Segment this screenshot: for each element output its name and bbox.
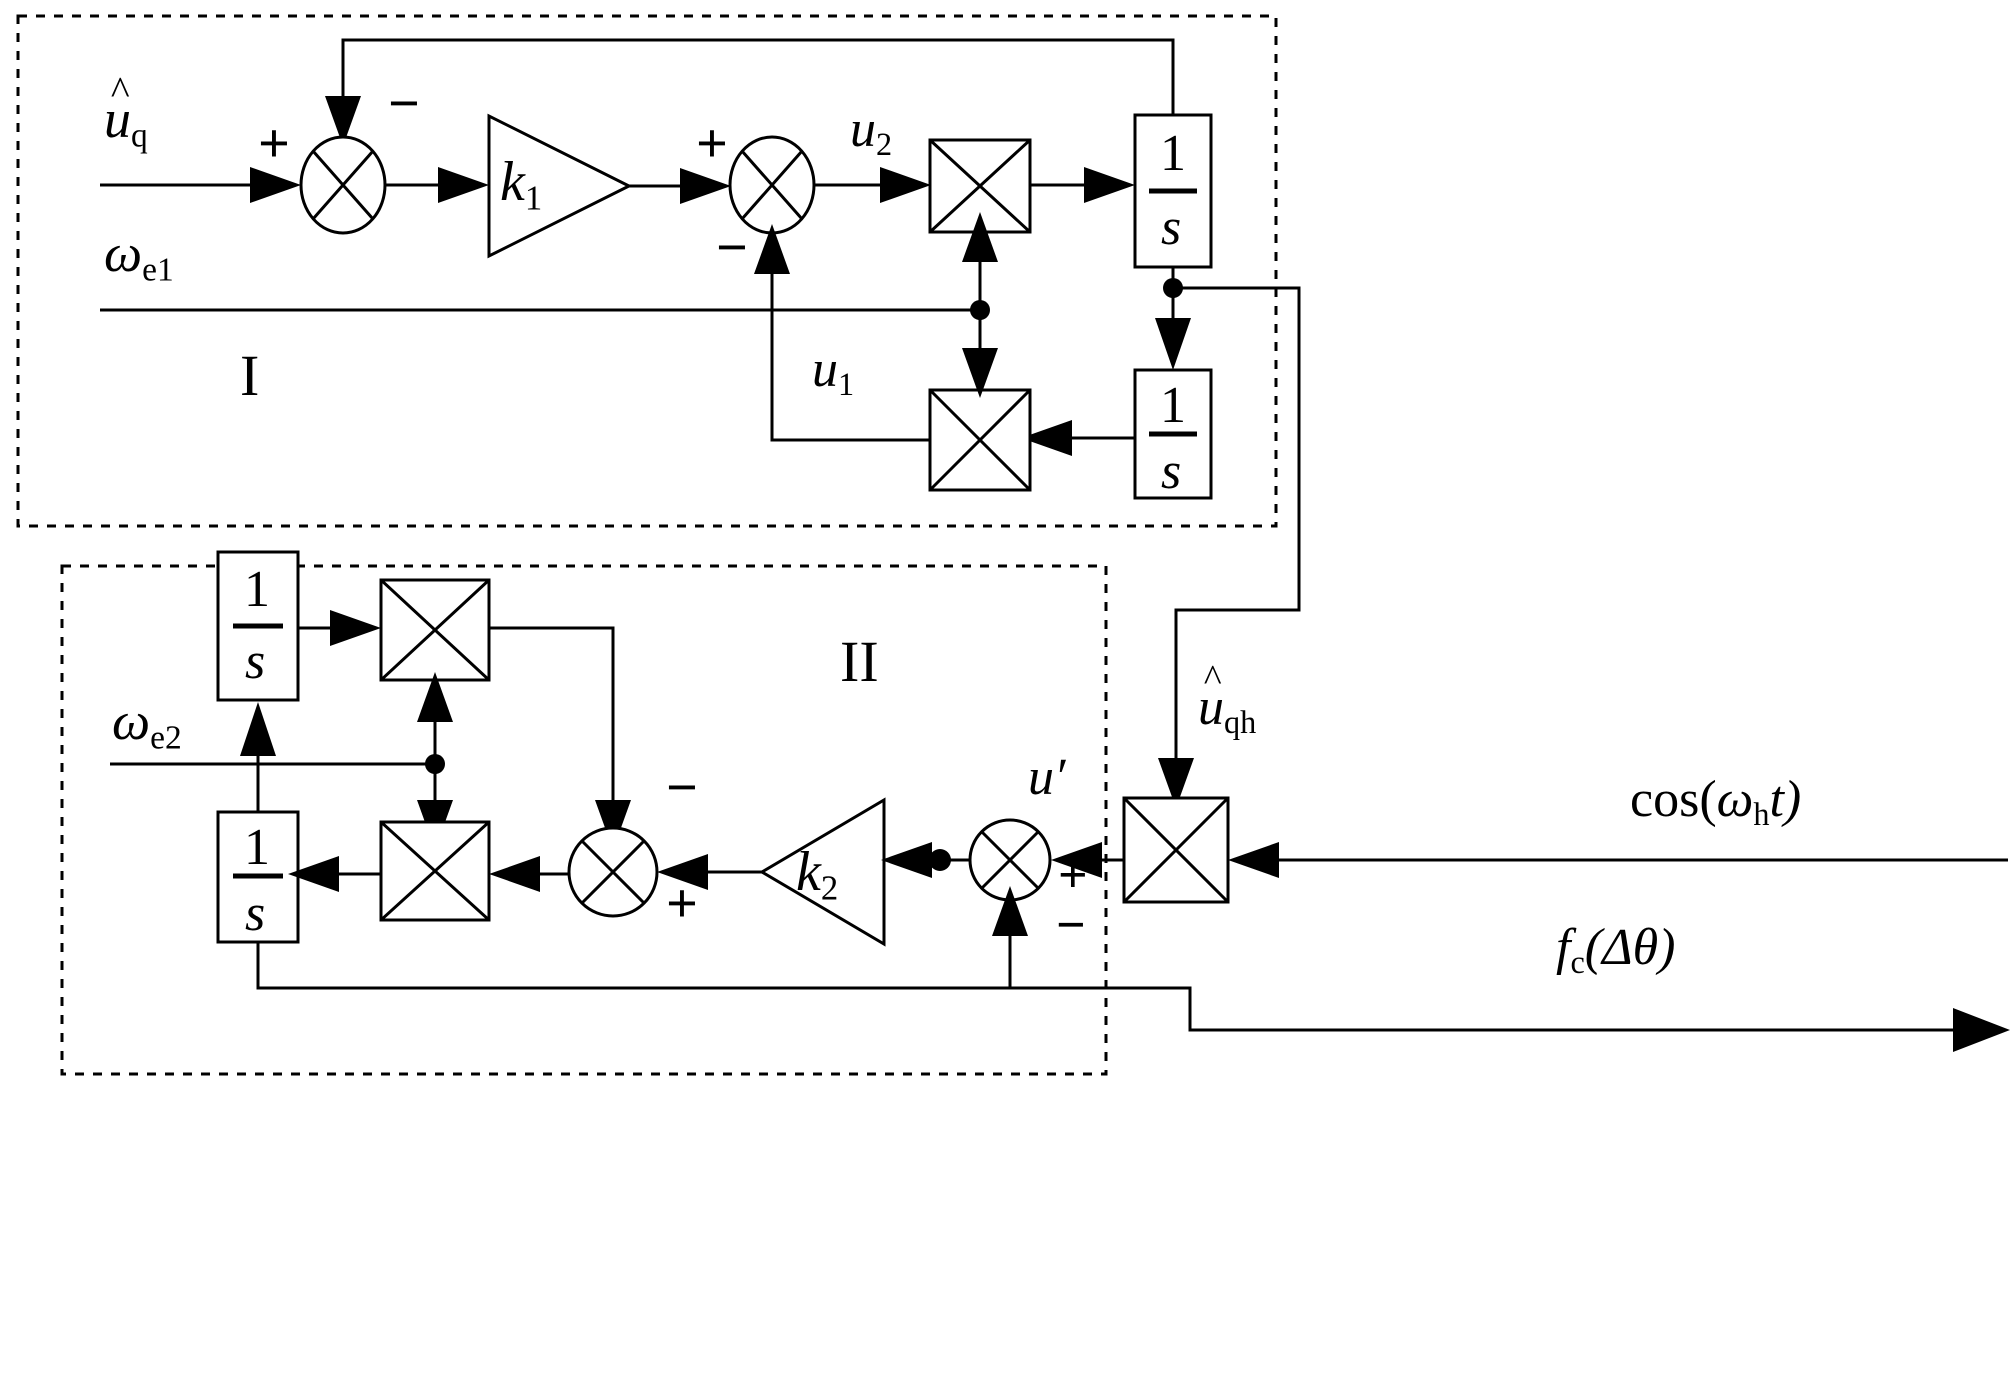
label-integrator-1-num: 1: [1160, 125, 1186, 182]
wire-k2-to-sum3: [657, 854, 762, 890]
wire-int1-branch-to-uqh: [1158, 286, 1301, 808]
gain-block-k1: [487, 113, 633, 259]
wire-int4-to-int3: [240, 702, 276, 812]
wire-int3-to-mult3: [298, 610, 381, 646]
wire-sum3-to-mult4: [489, 856, 569, 892]
hat-accent: ^: [110, 68, 127, 113]
wire-mult1-to-int1: [1030, 167, 1135, 203]
label-integrator-3-num: 1: [244, 561, 270, 618]
integrator-block-2: [1133, 368, 1213, 500]
label-u2: u2: [850, 101, 893, 163]
wire-feedback-top: [325, 38, 1175, 146]
label-cos-input: cos(ωht): [1630, 771, 1802, 833]
wire-dot-to-k2: [881, 842, 970, 878]
integrator-block-3: [216, 550, 300, 702]
wire-mult4-to-int4: [288, 856, 381, 892]
label-u-prime: u′: [1028, 749, 1066, 806]
label-uqh-hat: ^ uqh: [1198, 658, 1257, 741]
wire-mult3-to-sum3: [489, 626, 631, 850]
sign-sum4-minus: −: [1056, 897, 1086, 954]
sign-sum1-plus: +: [258, 113, 290, 175]
label-gain-k1: k1: [500, 151, 543, 218]
sign-sum2-minus: −: [716, 217, 748, 279]
wire-omega-e1: [100, 212, 998, 398]
sum-junction-4: [968, 818, 1052, 902]
wire-sum2-to-mult1: [814, 167, 931, 203]
label-gain-k2: k2: [796, 841, 839, 908]
wire-int1-out: [1155, 267, 1191, 370]
region-I-border: [16, 14, 1278, 528]
label-region-I: I: [240, 343, 260, 408]
region-II-border: [60, 564, 1108, 1076]
multiplier-block-4: [379, 820, 491, 922]
label-integrator-1-den: s: [1161, 199, 1182, 256]
label-omega-e1: ωe1: [104, 223, 174, 289]
hat-accent: ^: [1203, 658, 1220, 700]
wire-u1-to-sum2: [754, 224, 930, 442]
label-uq-hat: ^ uq: [104, 68, 148, 155]
wire-sum1-to-k1: [385, 167, 489, 203]
label-integrator-2-den: s: [1161, 443, 1182, 500]
gain-block-k2: [759, 797, 886, 947]
label-output-fc: fc(Δθ): [1556, 919, 1676, 981]
wire-cos-input: [1228, 842, 2008, 878]
wire-int2-to-mult2: [1021, 420, 1135, 456]
multiplier-block-3: [379, 578, 491, 682]
label-integrator-3-den: s: [245, 633, 266, 690]
sign-sum1-minus: −: [388, 73, 420, 135]
wire-uq-to-sum1: [100, 167, 301, 203]
sign-sum2-plus: +: [696, 113, 728, 175]
multiplier-block-5: [1122, 796, 1230, 904]
sum-junction-1: [299, 135, 387, 235]
wire-output-fc: [1010, 986, 2010, 1052]
label-u1: u1: [812, 341, 855, 403]
wire-int4-feedback-to-sum4: [256, 886, 1028, 990]
label-integrator-4-den: s: [245, 885, 266, 942]
wire-mult5-to-sum4: [1051, 842, 1124, 878]
label-omega-e2: ωe2: [112, 691, 182, 757]
multiplier-block-2: [928, 388, 1032, 492]
label-integrator-2-num: 1: [1160, 377, 1186, 434]
label-region-II: II: [840, 629, 879, 694]
sign-sum4-plus: +: [1058, 847, 1088, 904]
sign-sum3-minus: −: [666, 757, 698, 819]
label-integrator-4-num: 1: [244, 819, 270, 876]
integrator-block-1: [1133, 113, 1213, 269]
sign-sum3-plus: +: [666, 873, 698, 935]
wire-k1-to-sum2: [629, 168, 731, 204]
sum-junction-3: [567, 826, 659, 918]
